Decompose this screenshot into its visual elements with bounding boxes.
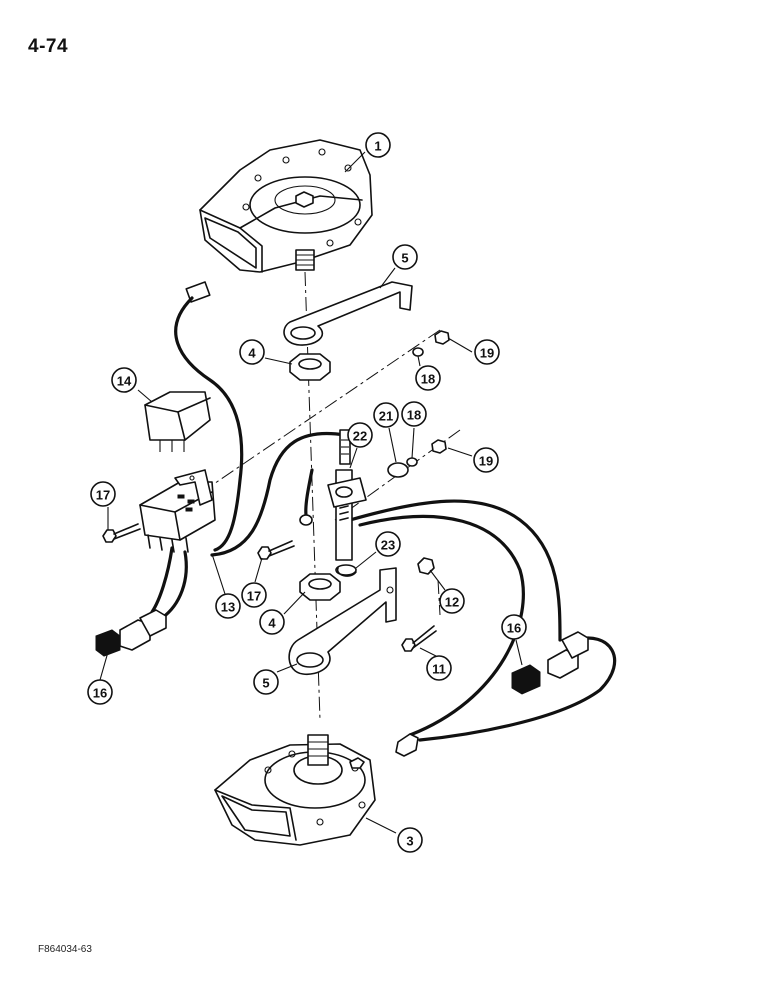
callout-circle [241, 582, 267, 608]
callout-17: 17 [241, 582, 267, 608]
callout-label: 17 [247, 589, 261, 604]
pin-bracket [327, 469, 367, 577]
callout-circle [392, 244, 418, 270]
callout-label: 19 [480, 346, 494, 361]
callout-label: 5 [262, 676, 269, 691]
callout-circle [87, 679, 113, 705]
callout-5: 5 [392, 244, 418, 270]
callout-circle [215, 593, 241, 619]
lower-nut [299, 573, 341, 601]
bolts [102, 523, 437, 652]
callout-circle [415, 365, 441, 391]
callout-circle [473, 447, 499, 473]
callout-label: 12 [445, 595, 459, 610]
figure-code: F864034-63 [38, 944, 92, 955]
callout-label: 17 [96, 488, 110, 503]
callout-18: 18 [401, 401, 427, 427]
upper-bracket [283, 281, 413, 346]
relay-socket [139, 469, 216, 553]
callout-3: 3 [397, 827, 423, 853]
callout-circle [401, 401, 427, 427]
callout-label: 1 [374, 139, 381, 154]
callout-label: 4 [248, 346, 256, 361]
callout-label: 5 [401, 251, 408, 266]
relay [144, 391, 211, 452]
leader-lines [99, 151, 523, 834]
callout-circle [397, 827, 423, 853]
callout-21: 21 [373, 402, 399, 428]
callout-13: 13 [215, 593, 241, 619]
callout-18: 18 [415, 365, 441, 391]
callout-label: 14 [117, 374, 132, 389]
callout-label: 18 [421, 372, 435, 387]
callout-23: 23 [375, 531, 401, 557]
callout-circle [501, 614, 527, 640]
callout-19: 19 [474, 339, 500, 365]
callout-circle [347, 422, 373, 448]
callout-label: 16 [93, 686, 107, 701]
callout-circle [474, 339, 500, 365]
upper-horn [199, 139, 373, 273]
callout-5: 5 [253, 669, 279, 695]
page-number: 4-74 [28, 36, 69, 57]
callout-label: 21 [379, 409, 393, 424]
callout-label: 11 [432, 662, 446, 677]
callout-17: 17 [90, 481, 116, 507]
upper-nut [289, 353, 331, 381]
lower-bracket [288, 567, 397, 676]
callout-14: 14 [111, 367, 137, 393]
lower-horn [214, 734, 376, 846]
wiring-harness [95, 281, 617, 757]
callout-circle [365, 132, 391, 158]
callout-11: 11 [426, 655, 452, 681]
callout-circle [111, 367, 137, 393]
callout-circle [90, 481, 116, 507]
callout-12: 12 [439, 588, 465, 614]
callout-16: 16 [501, 614, 527, 640]
callout-label: 3 [406, 834, 413, 849]
callout-1: 1 [365, 132, 391, 158]
callout-4: 4 [259, 609, 285, 635]
callout-label: 18 [407, 408, 421, 423]
callout-circle [253, 669, 279, 695]
callouts: 1 5 4 19 18 14 21 18 22 19 17 23 17 12 4 13 16 5 11 16 3 [87, 132, 527, 853]
callout-circle [259, 609, 285, 635]
callout-4: 4 [239, 339, 265, 365]
callout-22: 22 [347, 422, 373, 448]
callout-circle [426, 655, 452, 681]
callout-label: 4 [268, 616, 276, 631]
callout-label: 16 [507, 621, 521, 636]
callout-label: 19 [479, 454, 493, 469]
callout-19: 19 [473, 447, 499, 473]
callout-circle [239, 339, 265, 365]
callout-circle [373, 402, 399, 428]
callout-circle [439, 588, 465, 614]
upper-right-hardware [387, 330, 450, 478]
callout-label: 23 [381, 538, 395, 553]
callout-label: 13 [221, 600, 235, 615]
callout-circle [375, 531, 401, 557]
callout-label: 22 [353, 429, 367, 444]
callout-16: 16 [87, 679, 113, 705]
